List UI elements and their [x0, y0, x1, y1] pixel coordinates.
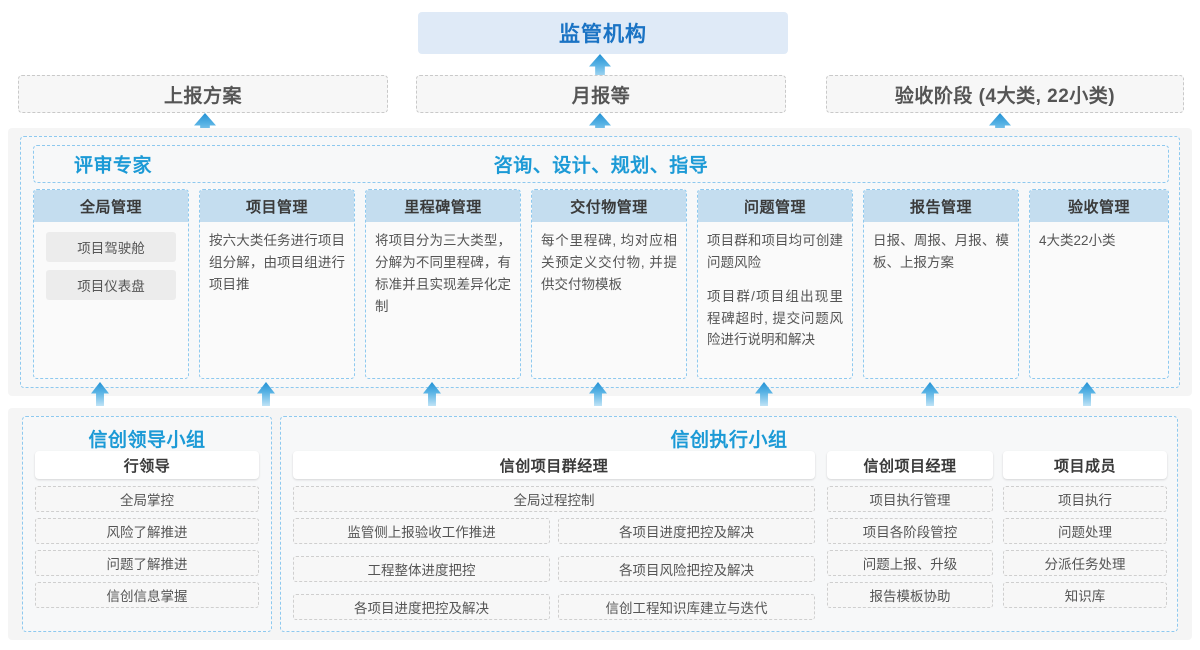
- task-item[interactable]: 各项目进度把控及解决: [558, 518, 815, 544]
- module-card-deliverable-management[interactable]: 交付物管理 每个里程碑, 均对应相关预定义交付物, 并提供交付物模板: [531, 189, 687, 379]
- task-row: 工程整体进度把控 各项目风险把控及解决: [293, 556, 815, 588]
- task-item[interactable]: 全局掌控: [35, 486, 259, 512]
- module-card-project-management[interactable]: 项目管理 按六大类任务进行项目组分解，由项目组进行项目推: [199, 189, 355, 379]
- module-card-report-management[interactable]: 报告管理 日报、周报、月报、模板、上报方案: [863, 189, 1019, 379]
- management-modules-row: 全局管理 项目驾驶舱 项目仪表盘 项目管理 按六大类任务进行项目组分解，由项目组…: [33, 189, 1169, 379]
- leading-team-task-list: 全局掌控 风险了解推进 问题了解推进 信创信息掌握: [35, 486, 259, 608]
- role-badge-program-manager[interactable]: 信创项目群经理: [293, 451, 815, 479]
- module-description: 日报、周报、月报、模板、上报方案: [873, 233, 1009, 270]
- top-box-label: 验收阶段 (4大类, 22小类): [894, 85, 1116, 107]
- up-arrow-icon-to-report-management: [921, 382, 939, 406]
- task-item[interactable]: 项目执行管理: [827, 486, 993, 512]
- top-box-report-plan: 上报方案: [18, 75, 388, 113]
- project-manager-task-list: 项目执行管理 项目各阶段管控 问题上报、升级 报告模板协助: [827, 486, 993, 608]
- module-description: 4大类22小类: [1039, 233, 1116, 248]
- task-item[interactable]: 问题了解推进: [35, 550, 259, 576]
- task-item[interactable]: 知识库: [1003, 582, 1167, 608]
- module-title: 项目管理: [200, 190, 354, 222]
- task-item[interactable]: 分派任务处理: [1003, 550, 1167, 576]
- module-title: 全局管理: [34, 190, 188, 222]
- module-body: 4大类22小类: [1030, 222, 1168, 252]
- module-pill[interactable]: 项目仪表盘: [46, 270, 176, 300]
- task-item[interactable]: 问题上报、升级: [827, 550, 993, 576]
- module-pill[interactable]: 项目驾驶舱: [46, 232, 176, 262]
- module-description: 项目群和项目均可创建问题风险: [707, 233, 843, 270]
- task-item[interactable]: 风险了解推进: [35, 518, 259, 544]
- task-item[interactable]: 信创信息掌握: [35, 582, 259, 608]
- group-card-execution-team: 信创执行小组 信创项目群经理 全局过程控制 监管侧上报验收工作推进 各项目进度把…: [280, 416, 1178, 632]
- program-manager-task-list: 全局过程控制 监管侧上报验收工作推进 各项目进度把控及解决 工程整体进度把控 各…: [293, 486, 815, 626]
- up-arrow-icon-to-acceptance-management: [1078, 382, 1096, 406]
- task-row: 各项目进度把控及解决 信创工程知识库建立与迭代: [293, 594, 815, 626]
- review-expert-label: 评审专家: [74, 155, 153, 177]
- regulator-label: 监管机构: [559, 23, 647, 46]
- module-card-acceptance-management[interactable]: 验收管理 4大类22小类: [1029, 189, 1169, 379]
- module-description: 将项目分为三大类型，分解为不同里程碑，有标准并且实现差异化定制: [375, 233, 511, 314]
- module-card-issue-management[interactable]: 问题管理 项目群和项目均可创建问题风险 项目群/项目组出现里程碑超时, 提交问题…: [697, 189, 853, 379]
- up-arrow-icon-to-milestone-management: [423, 382, 441, 406]
- module-body: 每个里程碑, 均对应相关预定义交付物, 并提供交付物模板: [532, 222, 686, 296]
- service-layer-header: 评审专家 咨询、设计、规划、指导: [33, 145, 1169, 183]
- task-item[interactable]: 项目各阶段管控: [827, 518, 993, 544]
- top-deliverables-row: 上报方案 月报等 验收阶段 (4大类, 22小类): [18, 75, 1184, 113]
- module-body: 将项目分为三大类型，分解为不同里程碑，有标准并且实现差异化定制: [366, 222, 520, 317]
- module-body: 日报、周报、月报、模板、上报方案: [864, 222, 1018, 274]
- service-layer-inner: 评审专家 咨询、设计、规划、指导 全局管理 项目驾驶舱 项目仪表盘 项目管理 按…: [20, 136, 1180, 388]
- top-box-monthly-report: 月报等: [416, 75, 786, 113]
- module-title: 问题管理: [698, 190, 852, 222]
- task-item[interactable]: 各项目进度把控及解决: [293, 594, 550, 620]
- module-title: 报告管理: [864, 190, 1018, 222]
- top-box-label: 上报方案: [163, 85, 242, 107]
- module-body: 按六大类任务进行项目组分解，由项目组进行项目推: [200, 222, 354, 296]
- task-item[interactable]: 项目执行: [1003, 486, 1167, 512]
- up-arrow-icon-to-regulator: [589, 54, 611, 80]
- module-body: 项目驾驶舱 项目仪表盘: [34, 222, 188, 300]
- group-title: 信创领导小组: [88, 430, 206, 451]
- module-title: 交付物管理: [532, 190, 686, 222]
- module-description: 按六大类任务进行项目组分解，由项目组进行项目推: [209, 233, 345, 292]
- top-box-label: 月报等: [571, 85, 631, 107]
- module-description: 每个里程碑, 均对应相关预定义交付物, 并提供交付物模板: [541, 233, 677, 292]
- task-item[interactable]: 全局过程控制: [293, 486, 815, 512]
- module-card-milestone-management[interactable]: 里程碑管理 将项目分为三大类型，分解为不同里程碑，有标准并且实现差异化定制: [365, 189, 521, 379]
- module-title: 里程碑管理: [366, 190, 520, 222]
- task-item[interactable]: 报告模板协助: [827, 582, 993, 608]
- task-item[interactable]: 监管侧上报验收工作推进: [293, 518, 550, 544]
- subgroup-project-manager: 信创项目经理 项目执行管理 项目各阶段管控 问题上报、升级 报告模板协助: [827, 451, 993, 614]
- up-arrow-icon-to-issue-management: [755, 382, 773, 406]
- module-description: 项目群/项目组出现里程碑超时, 提交问题风险进行说明和解决: [707, 288, 843, 348]
- up-arrow-icon-to-deliverable-management: [589, 382, 607, 406]
- group-title: 信创执行小组: [670, 430, 788, 451]
- module-title: 验收管理: [1030, 190, 1168, 222]
- module-body: 项目群和项目均可创建问题风险 项目群/项目组出现里程碑超时, 提交问题风险进行说…: [698, 222, 852, 351]
- role-badge-project-member[interactable]: 项目成员: [1003, 451, 1167, 479]
- subgroup-project-member: 项目成员 项目执行 问题处理 分派任务处理 知识库: [1003, 451, 1167, 614]
- teams-container: 信创领导小组 行领导 全局掌控 风险了解推进 问题了解推进 信创信息掌握 信创执…: [8, 408, 1192, 640]
- consulting-design-label: 咨询、设计、规划、指导: [493, 155, 709, 177]
- up-arrow-icon-to-project-management: [257, 382, 275, 406]
- service-layer-container: 评审专家 咨询、设计、规划、指导 全局管理 项目驾驶舱 项目仪表盘 项目管理 按…: [8, 128, 1192, 396]
- subgroup-program-manager: 信创项目群经理 全局过程控制 监管侧上报验收工作推进 各项目进度把控及解决 工程…: [293, 451, 815, 626]
- group-card-leading-team: 信创领导小组 行领导 全局掌控 风险了解推进 问题了解推进 信创信息掌握: [22, 416, 272, 632]
- task-item[interactable]: 问题处理: [1003, 518, 1167, 544]
- project-member-task-list: 项目执行 问题处理 分派任务处理 知识库: [1003, 486, 1167, 608]
- regulator-box: 监管机构: [418, 12, 788, 54]
- execution-team-body: 信创项目群经理 全局过程控制 监管侧上报验收工作推进 各项目进度把控及解决 工程…: [281, 451, 1179, 629]
- leading-team-body: 行领导 全局掌控 风险了解推进 问题了解推进 信创信息掌握: [23, 451, 271, 608]
- task-item[interactable]: 各项目风险把控及解决: [558, 556, 815, 582]
- task-item[interactable]: 工程整体进度把控: [293, 556, 550, 582]
- top-box-acceptance-stage: 验收阶段 (4大类, 22小类): [826, 75, 1184, 113]
- task-item[interactable]: 信创工程知识库建立与迭代: [558, 594, 815, 620]
- task-row: 监管侧上报验收工作推进 各项目进度把控及解决: [293, 518, 815, 550]
- role-badge-bank-leader[interactable]: 行领导: [35, 451, 259, 479]
- role-badge-project-manager[interactable]: 信创项目经理: [827, 451, 993, 479]
- up-arrow-icon-to-global-management: [91, 382, 109, 406]
- module-card-global-management[interactable]: 全局管理 项目驾驶舱 项目仪表盘: [33, 189, 189, 379]
